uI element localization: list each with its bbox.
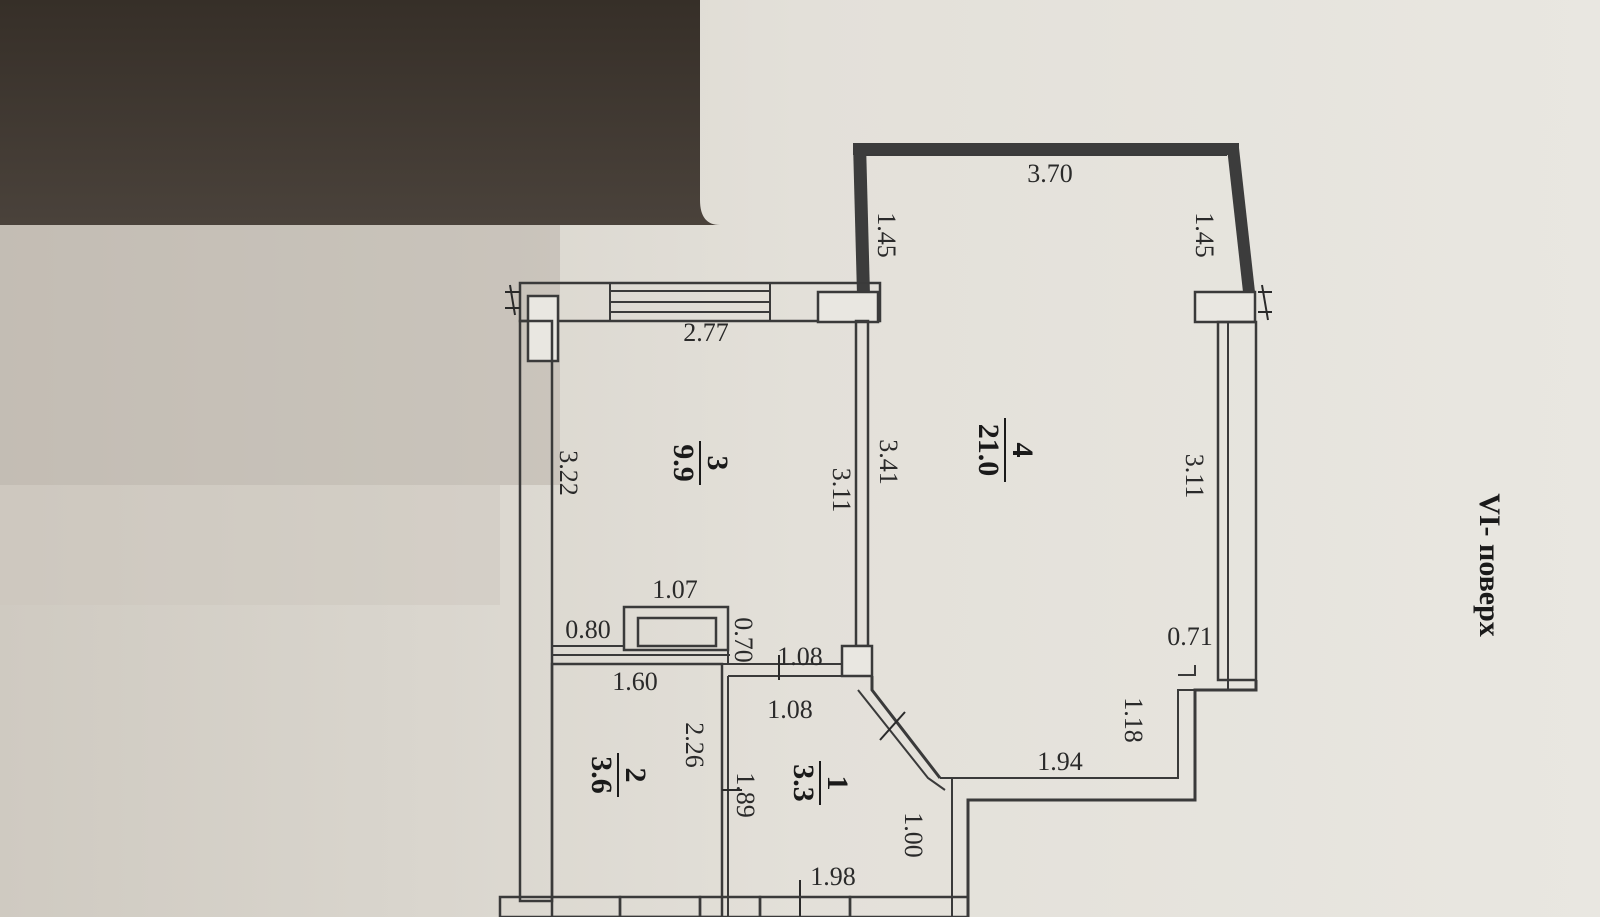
dim-balcony-left: 1.45 bbox=[872, 212, 901, 258]
dim-room4-step: 1.18 bbox=[1119, 697, 1148, 743]
closet bbox=[622, 605, 730, 652]
dim-balcony-top: 3.70 bbox=[1027, 159, 1073, 188]
svg-text:2: 2 bbox=[619, 768, 652, 783]
dim-room4-bottom: 1.94 bbox=[1037, 747, 1083, 776]
dim-balcony-right: 1.45 bbox=[1190, 212, 1219, 258]
balcony-right-wall bbox=[1227, 148, 1255, 292]
dim-room1-bottom: 1.98 bbox=[810, 862, 856, 891]
svg-text:4: 4 bbox=[1006, 443, 1039, 458]
svg-text:1: 1 bbox=[821, 776, 854, 791]
balcony-top-wall bbox=[853, 143, 1239, 155]
svg-text:3: 3 bbox=[701, 456, 734, 471]
dim-closet-top: 1.07 bbox=[652, 575, 698, 604]
svg-text:3.6: 3.6 bbox=[585, 756, 618, 794]
floor-label: VI- поверх bbox=[1473, 493, 1506, 637]
svg-text:21.0: 21.0 bbox=[972, 424, 1005, 477]
dim-closet-left: 0.80 bbox=[565, 615, 611, 644]
dim-room4-left: 3.41 bbox=[874, 439, 903, 485]
dim-closet-right: 0.70 bbox=[729, 617, 758, 663]
dim-room1-right: 1.00 bbox=[899, 812, 928, 858]
dim-room4-bottom-right: 0.71 bbox=[1167, 622, 1213, 651]
room4-right-wall bbox=[1216, 320, 1258, 682]
room-2-label: 2 3.6 bbox=[585, 753, 652, 797]
dim-room4-right: 3.11 bbox=[1180, 454, 1209, 499]
dim-hall-top1: 1.08 bbox=[777, 642, 823, 671]
floor-plan bbox=[498, 143, 1272, 917]
dim-room3-left: 3.22 bbox=[554, 450, 583, 496]
room3-top-wall bbox=[518, 281, 882, 323]
dim-room3-top: 2.77 bbox=[683, 318, 729, 347]
dim-room2-top: 1.60 bbox=[612, 667, 658, 696]
left-outer-wall bbox=[518, 319, 554, 903]
column-left bbox=[526, 294, 560, 363]
room-1-label: 1 3.3 bbox=[787, 761, 854, 805]
column-right bbox=[1193, 290, 1257, 324]
shadow-top bbox=[0, 0, 700, 225]
dim-room2-right: 2.26 bbox=[680, 722, 709, 768]
dim-room3-right: 3.11 bbox=[827, 468, 856, 513]
room-4-label: 4 21.0 bbox=[972, 418, 1039, 482]
column-mid bbox=[816, 290, 880, 324]
svg-text:9.9: 9.9 bbox=[667, 444, 700, 482]
dim-hall-top2: 1.08 bbox=[767, 695, 813, 724]
svg-text:3.3: 3.3 bbox=[787, 764, 820, 802]
room-3-label: 3 9.9 bbox=[667, 441, 734, 485]
dim-room1-left: 1.89 bbox=[731, 772, 760, 818]
balcony-left-wall bbox=[853, 143, 870, 295]
